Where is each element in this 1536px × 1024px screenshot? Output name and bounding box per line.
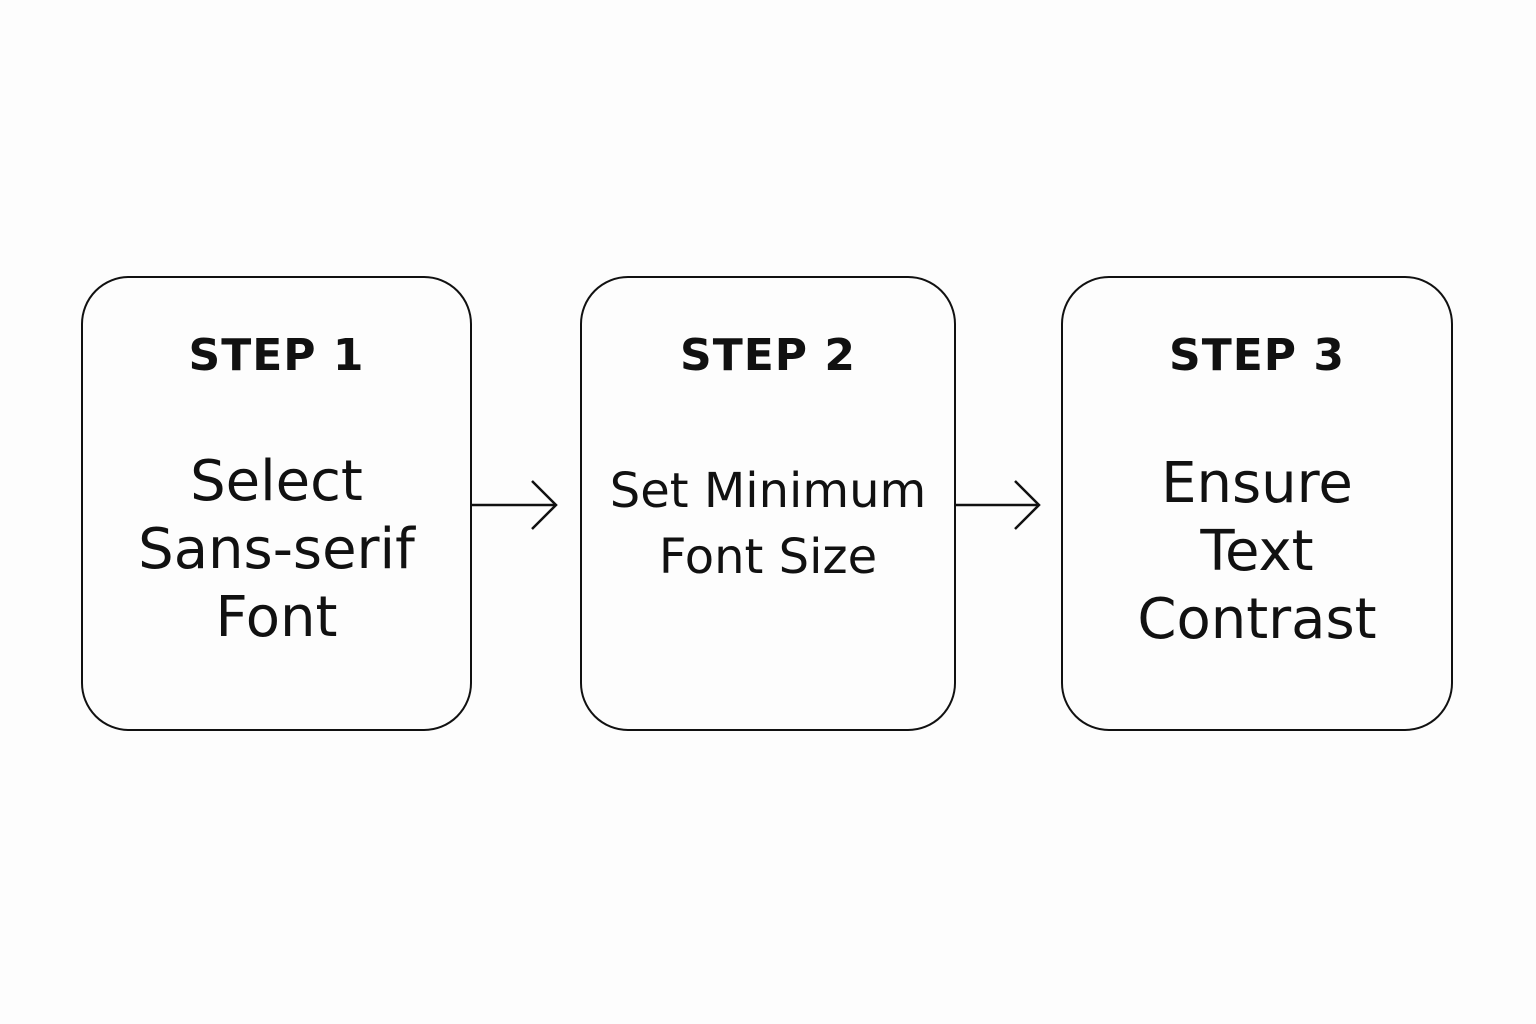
step-1-text: Select Sans-serif Font [83, 448, 470, 652]
step-3-box: STEP 3 Ensure Text Contrast [1061, 276, 1453, 731]
step-1-box: STEP 1 Select Sans-serif Font [81, 276, 472, 731]
step-1-label: STEP 1 [188, 330, 365, 381]
step-1-line: Sans-serif [138, 517, 415, 582]
step-2-box: STEP 2 Set Minimum Font Size [580, 276, 956, 731]
arrow-right-icon [956, 480, 1041, 530]
step-3-text: Ensure Text Contrast [1063, 450, 1451, 654]
step-1-line: Font [215, 585, 338, 650]
step-2-line: Font Size [658, 529, 878, 585]
step-2-text: Set Minimum Font Size [582, 458, 954, 590]
step-3-line: Text [1200, 519, 1314, 584]
step-2-label: STEP 2 [680, 330, 856, 381]
step-3-line: Ensure [1161, 451, 1353, 516]
step-1-line: Select [190, 449, 363, 514]
step-3-line: Contrast [1137, 587, 1377, 652]
step-3-label: STEP 3 [1169, 330, 1345, 381]
arrow-right-icon [472, 480, 558, 530]
step-2-line: Set Minimum [609, 463, 927, 519]
